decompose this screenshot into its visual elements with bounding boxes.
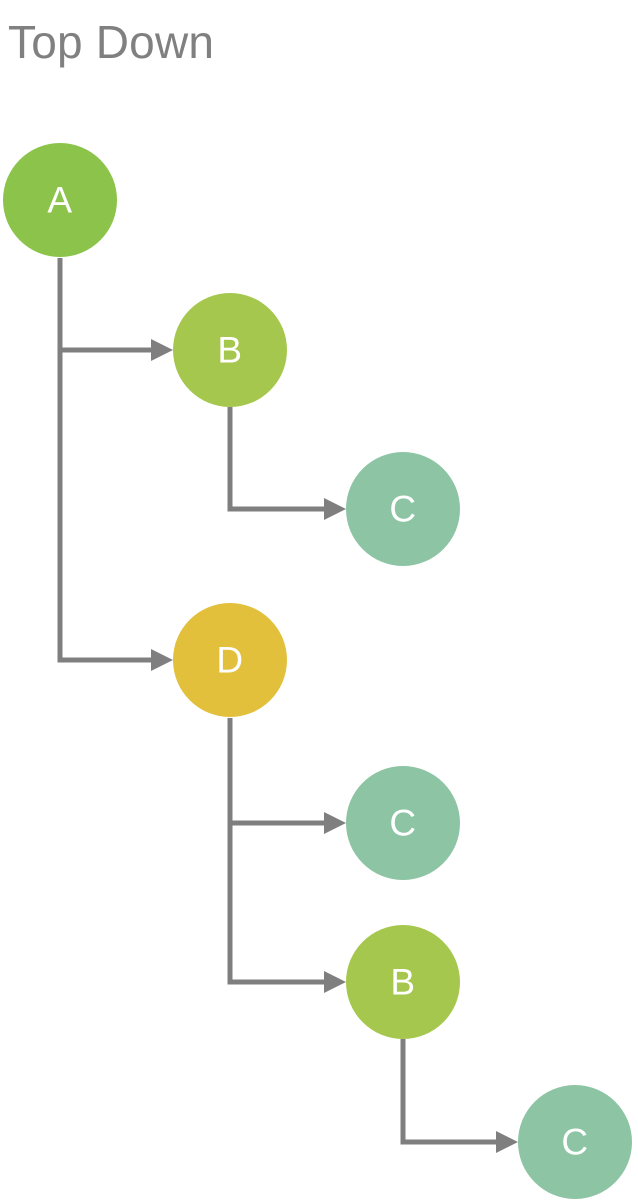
edges-layer (57, 258, 518, 1153)
edge-line (400, 1039, 496, 1145)
node-D[interactable]: D (173, 603, 287, 717)
node-C3[interactable]: C (518, 1085, 632, 1199)
node-C1[interactable]: C (346, 452, 460, 566)
edge-B1-to-C1 (227, 407, 346, 520)
node-circle[interactable] (173, 293, 287, 407)
node-label: A (47, 180, 72, 221)
node-label: B (390, 962, 415, 1003)
node-B1[interactable]: B (173, 293, 287, 407)
edge-B2-to-C3 (400, 1039, 518, 1153)
node-circle[interactable] (346, 452, 460, 566)
nodes-layer: A B C D C B C (3, 143, 632, 1199)
node-label: D (216, 640, 243, 681)
node-label: B (217, 330, 242, 371)
node-label: C (389, 489, 416, 530)
edge-line (227, 407, 324, 512)
edge-arrowhead-icon (324, 812, 346, 834)
node-B2[interactable]: B (346, 925, 460, 1039)
edge-A-to-D (57, 258, 173, 671)
edge-D-to-B2 (227, 718, 346, 993)
edge-line (227, 718, 324, 826)
node-circle[interactable] (346, 925, 460, 1039)
node-circle[interactable] (346, 766, 460, 880)
edge-arrowhead-icon (324, 971, 346, 993)
node-circle[interactable] (3, 143, 117, 257)
edge-arrowhead-icon (151, 339, 173, 361)
edge-line (57, 258, 151, 353)
edge-A-to-B1 (57, 258, 173, 361)
node-circle[interactable] (173, 603, 287, 717)
node-label: C (389, 803, 416, 844)
edge-arrowhead-icon (151, 649, 173, 671)
node-label: C (561, 1122, 588, 1163)
edge-line (57, 258, 151, 663)
node-circle[interactable] (518, 1085, 632, 1199)
node-A[interactable]: A (3, 143, 117, 257)
node-C2[interactable]: C (346, 766, 460, 880)
edge-line (227, 718, 324, 985)
page-title: Top Down (8, 16, 214, 68)
edge-arrowhead-icon (496, 1131, 518, 1153)
edge-D-to-C2 (227, 718, 346, 834)
edge-arrowhead-icon (324, 498, 346, 520)
